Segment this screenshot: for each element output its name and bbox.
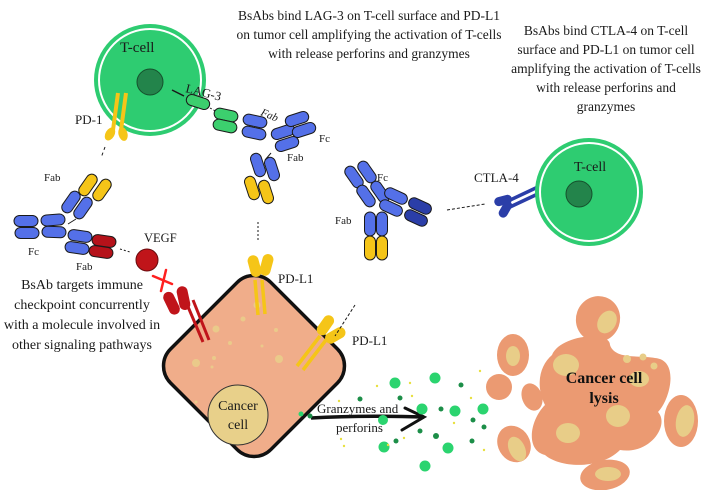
fab-ctla4-label: Fab xyxy=(335,215,352,227)
cancer-cell-nucleus xyxy=(207,384,269,446)
cancer-cell-label-2: cell xyxy=(228,418,248,433)
pd1-label: PD-1 xyxy=(75,112,102,127)
vegf-receptor xyxy=(163,286,211,343)
bsab-pd1-vegf xyxy=(13,171,118,260)
cancer-cell-lysis: Cancer cell lysis xyxy=(486,296,698,490)
ctla4-binding-line xyxy=(446,203,486,211)
fab-vegf-bottom-label: Fab xyxy=(76,261,93,273)
ctla4-receptor xyxy=(494,184,543,218)
fc-ctla4-label: Fc xyxy=(377,172,388,184)
fab-lag3-side-label: Fab xyxy=(287,152,304,164)
tcell-right: T-cell xyxy=(535,138,643,246)
fab-vegf-top-label: Fab xyxy=(44,172,61,184)
tcell-left-nucleus xyxy=(136,68,164,96)
granzyme-granules xyxy=(298,369,489,472)
lag3-stalk xyxy=(171,89,185,97)
ctla4-label: CTLA-4 xyxy=(474,170,519,185)
pdl1-right-binding-line xyxy=(334,304,356,337)
lag3-binding-line xyxy=(209,107,218,113)
tcell-left-label: T-cell xyxy=(120,40,154,56)
tcell-right-label: T-cell xyxy=(574,160,606,175)
tcell-right-nucleus xyxy=(565,180,593,208)
lysis-label-1: Cancer cell xyxy=(566,370,643,387)
vegf-label: VEGF xyxy=(144,231,177,245)
fc-vegf-label: Fc xyxy=(28,246,39,258)
inhibition-x-icon xyxy=(151,268,174,293)
tcell-left: T-cell xyxy=(94,24,206,136)
caption-ctla4-mechanism: BsAbs bind CTLA-4 on T-cell surface and … xyxy=(511,23,701,114)
caption-lag3-mechanism: BsAbs bind LAG-3 on T-cell surface and P… xyxy=(236,8,502,61)
cancer-cell: Cancer cell xyxy=(161,273,347,459)
granzymes-label-2: perforins xyxy=(336,420,383,435)
fc-lag3-label: Fc xyxy=(319,133,330,145)
cancer-cell-label-1: Cancer xyxy=(218,399,258,414)
caption-vegf-mechanism: BsAb targets immune checkpoint concurren… xyxy=(3,278,161,353)
pdl1-right-label: PD-L1 xyxy=(352,333,387,348)
lysis-label-2: lysis xyxy=(589,390,618,407)
vegf-ligand xyxy=(135,248,159,272)
pd1-receptor xyxy=(104,92,128,141)
pd1-binding-line xyxy=(100,146,106,159)
granzyme-release-arrow xyxy=(310,406,428,432)
vegf-binding-line xyxy=(119,248,131,253)
granzymes-label-1: Granzymes and xyxy=(317,401,399,416)
pdl1-top-receptor xyxy=(247,254,274,316)
bsab-lag3-pdl1 xyxy=(211,106,318,206)
pdl1-top-label: PD-L1 xyxy=(278,271,313,286)
